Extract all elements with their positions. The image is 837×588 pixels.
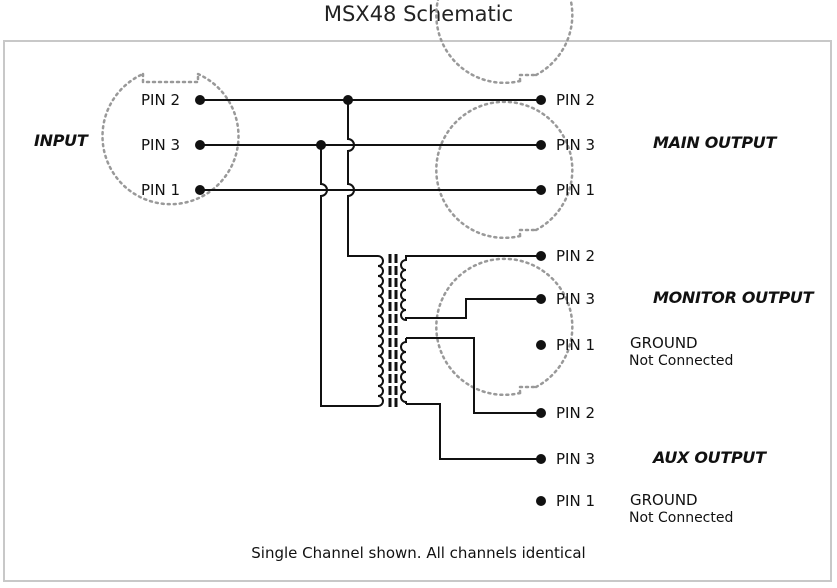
aux-output-label: AUX OUTPUT [653, 448, 766, 467]
aux-output-connector-outline [435, 257, 574, 397]
aux-output-connector-tab [518, 385, 538, 395]
transformer-secondary-coil-monitor [400, 255, 541, 322]
monitor-output-pin3-label: PIN 3 [556, 290, 596, 308]
main-pin3-dot [536, 140, 546, 150]
junction-dot-pin3 [316, 140, 326, 150]
junction-dot-pin2 [343, 95, 353, 105]
input-label: INPUT [34, 131, 88, 150]
transformer-secondary-coil-aux [400, 337, 541, 460]
monitor-output-label: MONITOR OUTPUT [653, 288, 814, 307]
monitor-output-connector-tab [518, 228, 538, 238]
aux-pin3-dot [536, 454, 546, 464]
input-pin3-label: PIN 3 [141, 136, 181, 154]
wire-pin2-tap [347, 100, 372, 257]
aux-output-pin2-label: PIN 2 [556, 404, 596, 422]
monitor-pin1-dot [536, 340, 546, 350]
main-output-label: MAIN OUTPUT [653, 133, 777, 152]
main-output-pin1-label: PIN 1 [556, 181, 596, 199]
input-pin2-dot [195, 95, 205, 105]
input-pin1-dot [195, 185, 205, 195]
main-output-connector-tab [518, 73, 538, 83]
input-connector-outline [101, 72, 240, 206]
diagram-title: MSX48 Schematic [323, 2, 514, 26]
monitor-output-pin1-label: PIN 1 [556, 336, 596, 354]
input-pin2-label: PIN 2 [141, 91, 181, 109]
aux-output-pin1-label: PIN 1 [556, 492, 596, 510]
monitor-not-connected-note: Not Connected [629, 353, 734, 369]
monitor-output-pin2-label: PIN 2 [556, 247, 596, 265]
main-pin2-dot [536, 95, 546, 105]
monitor-pin3-dot [536, 294, 546, 304]
transformer-primary-coil [372, 255, 384, 407]
aux-not-connected-note: Not Connected [629, 510, 734, 526]
main-output-connector-outline [435, 0, 574, 85]
diagram-caption: Single Channel shown. All channels ident… [251, 544, 586, 562]
main-output-pin3-label: PIN 3 [556, 136, 596, 154]
input-pin3-dot [195, 140, 205, 150]
aux-output-pin3-label: PIN 3 [556, 450, 596, 468]
input-connector-notch [141, 72, 200, 84]
main-pin1-dot [536, 185, 546, 195]
wire-pin3-tap [320, 145, 372, 407]
diagram-frame [3, 40, 832, 582]
aux-pin2-dot [536, 408, 546, 418]
monitor-pin2-dot [536, 251, 546, 261]
aux-ground-note: GROUND [630, 491, 698, 509]
monitor-output-connector-outline [435, 100, 574, 240]
input-pin1-label: PIN 1 [141, 181, 181, 199]
monitor-ground-note: GROUND [630, 334, 698, 352]
main-output-pin2-label: PIN 2 [556, 91, 596, 109]
aux-pin1-dot [536, 496, 546, 506]
